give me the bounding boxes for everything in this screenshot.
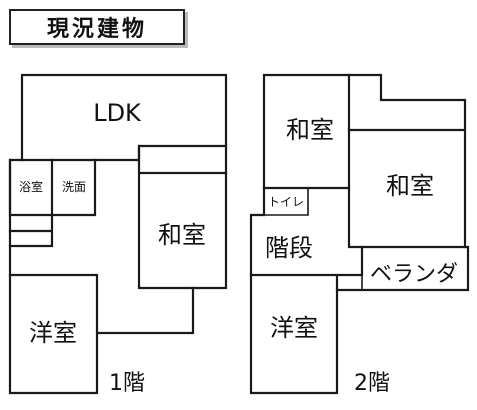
floor-1-plan: LDK 浴室 洗面 和室 洋室 1階 <box>8 73 228 396</box>
room-label-ldk: LDK <box>93 99 142 127</box>
room-label-stairs: 階段 <box>265 234 313 262</box>
drawing-title: 現況建物 <box>9 9 185 45</box>
room-label-japanese-left-2f: 和室 <box>286 116 334 144</box>
bath-wash-walls <box>8 158 97 248</box>
room-label-western-1f: 洋室 <box>29 319 77 347</box>
ldk-wall <box>20 144 228 162</box>
floor-2-plan: 和室 和室 トイレ 階段 ベランダ 洋室 2階 <box>249 73 470 396</box>
floor-2-outline <box>249 73 470 395</box>
japanese-room-1f-wall <box>137 144 228 290</box>
japanese-right-2f-wall <box>347 128 467 249</box>
room-label-bath: 浴室 <box>19 179 43 194</box>
room-label-toilet: トイレ <box>268 195 304 209</box>
room-label-western-2f: 洋室 <box>270 314 318 342</box>
western-room-1f-wall <box>8 273 99 335</box>
floor-label-2: 2階 <box>354 371 390 396</box>
room-label-japanese-1f: 和室 <box>158 221 206 249</box>
floor-label-1: 1階 <box>109 371 145 396</box>
toilet-wall <box>263 187 309 216</box>
room-label-washroom: 洗面 <box>62 180 86 194</box>
room-label-japanese-right-2f: 和室 <box>386 172 434 200</box>
room-label-veranda: ベランダ <box>370 262 458 287</box>
